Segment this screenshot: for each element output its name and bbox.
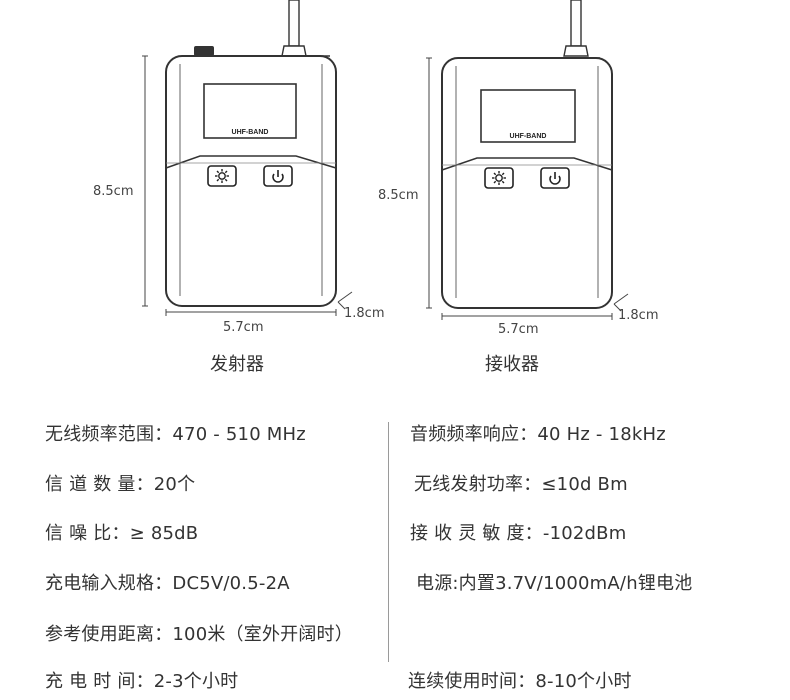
- receiver-caption: 接收器: [485, 354, 539, 375]
- spec-frequency-range: 无线频率范围：470 - 510 MHz: [45, 424, 306, 445]
- antenna: [570, 0, 582, 47]
- settings-button: [484, 167, 514, 189]
- transmitter-height-label: 8.5cm: [93, 184, 134, 199]
- receiver-width-label: 5.7cm: [498, 322, 539, 337]
- volume-knob: [194, 46, 214, 56]
- spec-sensitivity: 接 收 灵 敏 度：-102dBm: [410, 523, 627, 544]
- antenna: [288, 0, 300, 47]
- spec-runtime: 连续使用时间：8-10个小时: [408, 671, 632, 692]
- spec-audio-response: 音频频率响应：40 Hz - 18kHz: [410, 424, 666, 445]
- spec-snr: 信 噪 比：≥ 85dB: [45, 523, 199, 544]
- column-divider: [388, 422, 389, 662]
- spec-range: 参考使用距离：100米（室外开阔时）: [45, 624, 353, 645]
- receiver-device: UHF-BAND: [426, 0, 629, 320]
- transmitter-width-label: 5.7cm: [223, 320, 264, 335]
- lcd-screen: [480, 89, 576, 143]
- transmitter-depth-label: 1.8cm: [344, 306, 385, 321]
- spec-charging-input: 充电输入规格：DC5V/0.5-2A: [45, 573, 290, 594]
- transmitter-caption: 发射器: [210, 354, 264, 375]
- device-diagram-area: UHF-BAND: [93, 0, 659, 375]
- spec-charge-time: 充 电 时 间：2-3个小时: [45, 671, 239, 692]
- spec-channels: 信 道 数 量：20个: [45, 474, 196, 495]
- device-drawings: UHF-BAND: [142, 0, 629, 320]
- band-label: UHF-BAND: [232, 129, 269, 136]
- spec-tx-power: 无线发射功率：≤10d Bm: [414, 474, 628, 495]
- spec-power-source: 电源:内置3.7V/1000mA/h锂电池: [416, 573, 693, 594]
- transmitter-device: UHF-BAND: [142, 0, 353, 316]
- band-label: UHF-BAND: [510, 133, 547, 140]
- lcd-screen: [203, 83, 297, 139]
- settings-button: [207, 165, 237, 187]
- receiver-height-label: 8.5cm: [378, 188, 419, 203]
- receiver-depth-label: 1.8cm: [618, 308, 659, 323]
